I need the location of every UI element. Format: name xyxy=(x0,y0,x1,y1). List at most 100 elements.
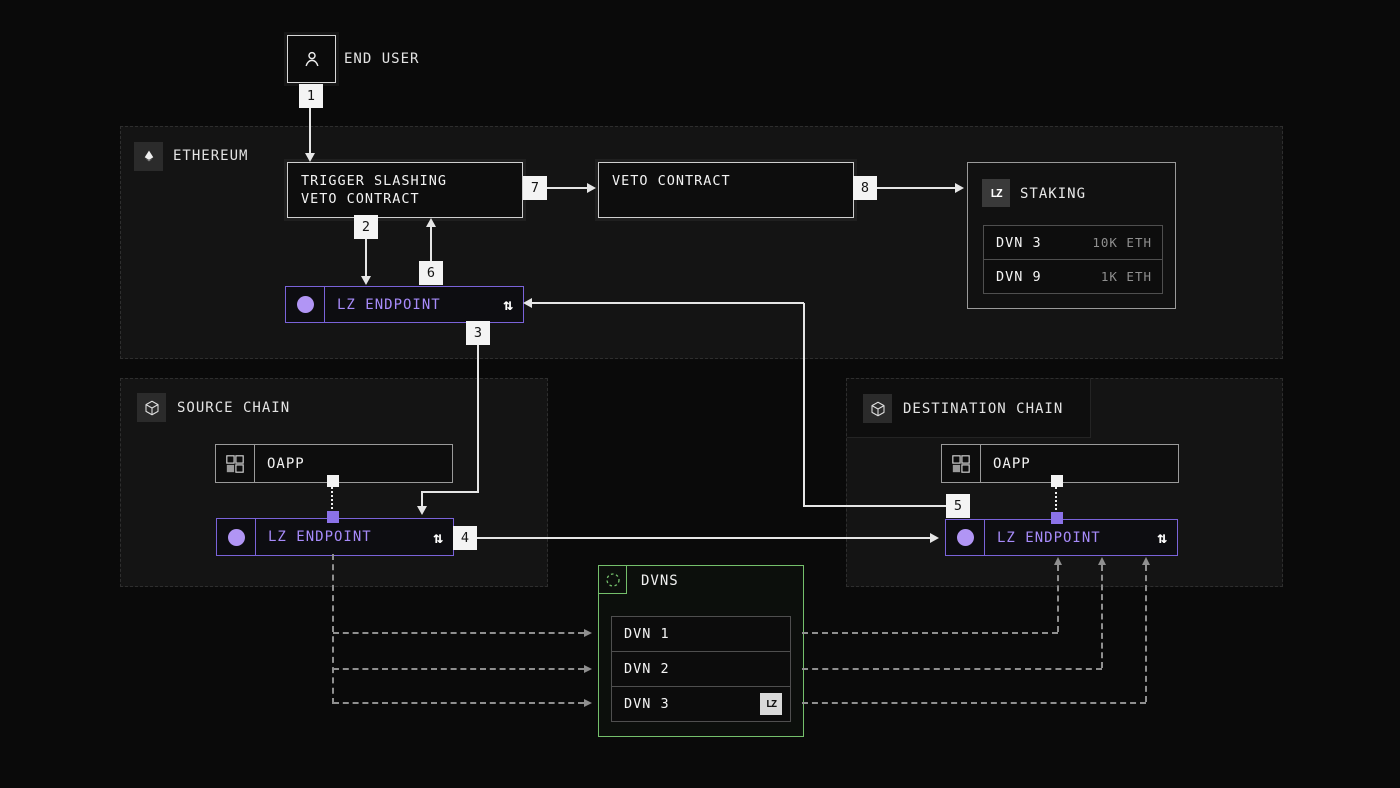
ethereum-lz-endpoint-node: LZ ENDPOINT ⇅ xyxy=(285,286,524,323)
veto-contract-node: VETO CONTRACT xyxy=(598,162,854,218)
arrowhead-dvn1-endpoint xyxy=(1054,557,1062,565)
destination-lz-endpoint-label: LZ ENDPOINT xyxy=(997,529,1101,546)
arrowhead-step5 xyxy=(523,298,532,308)
line-step1 xyxy=(309,108,311,155)
purple-dot-icon xyxy=(956,529,974,546)
trigger-contract-line2: VETO CONTRACT xyxy=(301,191,420,207)
end-user-node xyxy=(287,35,336,83)
dest-endpoint-connector-square xyxy=(1051,512,1063,524)
dashed-to-dvn2 xyxy=(333,668,584,670)
dashed-dvn1-up xyxy=(1057,565,1059,632)
swap-arrows-icon: ⇅ xyxy=(1157,528,1167,547)
dvn3-label: DVN 3 xyxy=(624,696,670,712)
destination-chain-label: DESTINATION CHAIN xyxy=(903,401,1064,417)
source-chain-label: SOURCE CHAIN xyxy=(177,400,291,416)
dvns-icon-cell xyxy=(599,566,627,594)
person-icon xyxy=(304,51,319,67)
dashed-circle-icon xyxy=(605,572,620,587)
step-badge-5: 5 xyxy=(946,494,970,518)
dashed-dvn2-up xyxy=(1101,565,1103,668)
arrowhead-step1 xyxy=(305,153,315,162)
dashed-dvn3-out xyxy=(802,702,1146,704)
staking-dvn3-stake: 10K ETH xyxy=(1092,235,1152,250)
line-step5-h1 xyxy=(804,505,946,507)
dvns-rows: DVN 1 DVN 2 DVN 3 LZ xyxy=(611,616,791,722)
line-step3-v2 xyxy=(421,491,423,508)
dashed-to-dvn1 xyxy=(333,632,584,634)
source-lz-endpoint-node: LZ ENDPOINT ⇅ xyxy=(216,518,454,556)
line-step7 xyxy=(547,187,588,189)
dashed-to-dvn3 xyxy=(333,702,584,704)
dashed-dvn3-up xyxy=(1145,565,1147,702)
staking-row-dvn3: DVN 3 10K ETH xyxy=(984,226,1162,260)
dvns-node: DVNS DVN 1 DVN 2 DVN 3 LZ xyxy=(598,565,804,737)
dvn1-label: DVN 1 xyxy=(624,626,670,642)
arrowhead-step3 xyxy=(417,506,427,515)
oapp-cell xyxy=(216,445,255,482)
oapp-cell xyxy=(942,445,981,482)
trigger-slashing-veto-contract-node: TRIGGER SLASHING VETO CONTRACT xyxy=(287,162,523,218)
arrowhead-step4 xyxy=(930,533,939,543)
endpoint-cell xyxy=(946,520,985,555)
grid-squares-icon xyxy=(226,454,244,473)
step-badge-2: 2 xyxy=(354,215,378,239)
destination-chain-icon xyxy=(863,394,892,423)
dashed-source-endpoint-down xyxy=(332,554,334,704)
arrowhead-dvn2-endpoint xyxy=(1098,557,1106,565)
step-badge-7: 7 xyxy=(523,176,547,200)
purple-dot-icon xyxy=(227,528,245,546)
staking-dvn9-stake: 1K ETH xyxy=(1100,269,1152,284)
endpoint-cell xyxy=(286,287,325,322)
cube-icon xyxy=(144,400,159,415)
eth-diamond-icon xyxy=(144,150,153,161)
source-lz-endpoint-label: LZ ENDPOINT xyxy=(268,529,372,545)
dvn-row-2: DVN 2 xyxy=(612,652,790,687)
ethereum-icon xyxy=(134,142,163,171)
dvn-row-1: DVN 1 xyxy=(612,617,790,652)
arrowhead-dvn3-endpoint xyxy=(1142,557,1150,565)
arrowhead-step7 xyxy=(587,183,596,193)
swap-arrows-icon: ⇅ xyxy=(433,527,443,547)
dotted-source-oapp-endpoint xyxy=(331,487,333,513)
trigger-contract-line1: TRIGGER SLASHING xyxy=(301,173,448,189)
source-oapp-label: OAPP xyxy=(267,455,305,472)
staking-rows: DVN 3 10K ETH DVN 9 1K ETH xyxy=(983,225,1163,294)
step-badge-4: 4 xyxy=(453,526,477,550)
line-step6 xyxy=(430,226,432,262)
arrowhead-dvn1 xyxy=(584,629,592,637)
veto-contract-label: VETO CONTRACT xyxy=(612,173,731,189)
grid-squares-icon xyxy=(952,454,970,473)
dashed-dvn1-out xyxy=(802,632,1058,634)
step-badge-6: 6 xyxy=(419,261,443,285)
destination-lz-endpoint-node: LZ ENDPOINT ⇅ xyxy=(945,519,1178,556)
layerzero-logo-icon: LZ xyxy=(982,179,1010,207)
line-step4 xyxy=(477,537,931,539)
staking-node: LZ STAKING DVN 3 10K ETH DVN 9 1K ETH xyxy=(967,162,1176,309)
purple-dot-icon xyxy=(296,296,314,313)
source-oapp-connector-square xyxy=(327,475,339,487)
cube-icon xyxy=(870,401,885,416)
step-badge-1: 1 xyxy=(299,84,323,108)
dest-oapp-connector-square xyxy=(1051,475,1063,487)
arrowhead-dvn3 xyxy=(584,699,592,707)
staking-dvn9-name: DVN 9 xyxy=(996,268,1042,285)
step-badge-3: 3 xyxy=(466,321,490,345)
dvn2-label: DVN 2 xyxy=(624,661,670,677)
arrowhead-dvn2 xyxy=(584,665,592,673)
staking-label: STAKING xyxy=(1020,186,1087,202)
layerzero-logo-badge: LZ xyxy=(760,693,782,715)
source-endpoint-connector-square xyxy=(327,511,339,523)
swap-arrows-icon: ⇅ xyxy=(503,295,513,314)
line-step3-v1 xyxy=(477,345,479,493)
dvns-label: DVNS xyxy=(641,573,679,589)
line-step5-v xyxy=(803,303,805,507)
arrowhead-step8 xyxy=(955,183,964,193)
staking-dvn3-name: DVN 3 xyxy=(996,234,1042,251)
ethereum-panel-label: ETHEREUM xyxy=(173,148,249,164)
line-step2 xyxy=(365,239,367,277)
line-step8 xyxy=(877,187,956,189)
arrowhead-step6 xyxy=(426,218,436,227)
dest-oapp-endpoint-dotted xyxy=(1055,487,1057,514)
dvn-row-3: DVN 3 LZ xyxy=(612,687,790,721)
